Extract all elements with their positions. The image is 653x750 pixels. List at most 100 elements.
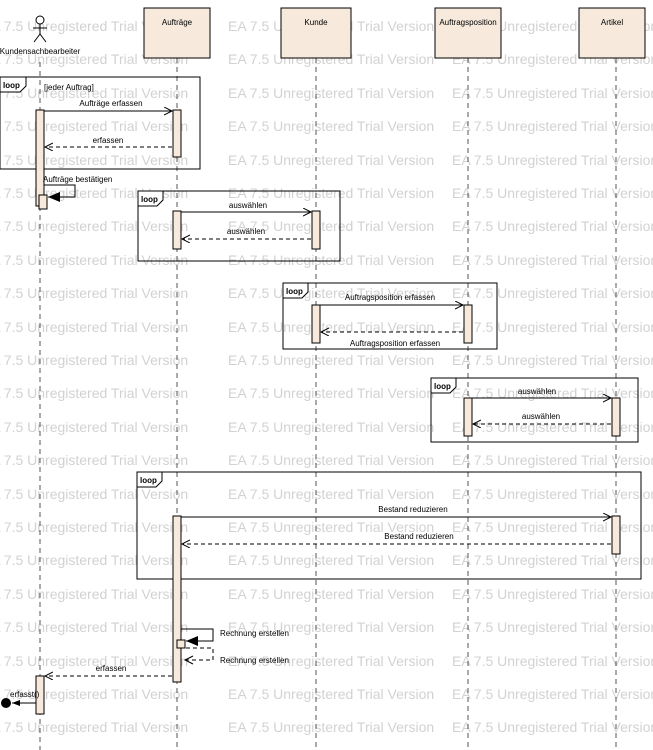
loop-operator-label: loop — [3, 81, 20, 90]
watermark-text: EA 7.5 Unregistered Trial Version — [452, 319, 653, 335]
activation-bar — [172, 515, 182, 683]
lifeline-header-artikel[interactable]: Artikel — [578, 7, 646, 59]
watermark-text: EA 7.5 Unregistered Trial Version — [228, 285, 434, 301]
watermark-text: EA 7.5 Unregistered Trial Version — [0, 419, 188, 435]
loop-fragment-4[interactable]: loop — [430, 377, 639, 443]
message-label: auswählen — [522, 412, 560, 421]
message-rechnung-erstellen[interactable]: Rechnung erstellen — [181, 628, 289, 646]
watermark-text: EA 7.5 Unregistered Trial Version — [228, 452, 434, 468]
watermark-text: EA 7.5 Unregistered Trial Version — [0, 18, 188, 34]
watermark-text: EA 7.5 Unregistered Trial Version — [0, 352, 188, 368]
watermark-text: EA 7.5 Unregistered Trial Version — [0, 552, 188, 568]
watermark-text: EA 7.5 Unregistered Trial Version — [228, 586, 434, 602]
watermark-text: EA 7.5 Unregistered Trial Version — [452, 185, 653, 201]
message-auswaehlen-artikel-return[interactable]: auswählen — [473, 412, 611, 424]
message-label: Rechnung erstellen — [220, 629, 289, 638]
lifeline-label-artikel: Artikel — [601, 18, 623, 27]
lifeline-header-auftragsposition[interactable]: Auftragsposition — [434, 7, 502, 59]
lost-message-endpoint-icon — [1, 698, 11, 708]
watermark-text: EA 7.5 Unregistered Trial Version — [228, 319, 434, 335]
activation-bar — [176, 639, 186, 649]
activation-bar — [611, 515, 621, 555]
message-label: erfasst() — [10, 690, 40, 699]
watermark-text: EA 7.5 Unregistered Trial Version — [0, 218, 188, 234]
message-bestand-reduzieren-return[interactable]: Bestand reduzieren — [182, 532, 611, 544]
activation-bar — [463, 397, 473, 437]
loop-guard-label: [jeder Auftrag] — [44, 83, 94, 92]
watermark-text: EA 7.5 Unregistered Trial Version — [228, 85, 434, 101]
lifeline-label-auftragsposition: Auftragsposition — [439, 18, 496, 27]
loop-operator-label: loop — [434, 382, 451, 391]
watermark-text: EA 7.5 Unregistered Trial Version — [452, 519, 653, 535]
message-auftragsposition-erfassen-return[interactable]: Auftragsposition erfassen — [321, 332, 463, 348]
message-label: Bestand reduzieren — [378, 505, 447, 514]
lifeline-header-auftraege[interactable]: Aufträge — [143, 7, 211, 59]
message-auftraege-erfassen[interactable]: Aufträge erfassen — [44, 99, 172, 111]
message-label: auswählen — [227, 227, 265, 236]
message-erfasst-lost[interactable]: erfasst() — [1, 690, 40, 708]
message-erfassen-final[interactable]: erfassen — [45, 664, 172, 676]
activation-bar — [172, 210, 182, 250]
loop-fragment-1[interactable]: loop [jeder Auftrag] — [0, 76, 201, 170]
watermark-text: EA 7.5 Unregistered Trial Version — [0, 85, 188, 101]
message-auswaehlen-artikel[interactable]: auswählen — [472, 387, 611, 398]
message-auftragsposition-erfassen[interactable]: Auftragsposition erfassen — [320, 293, 463, 305]
watermark-text: EA 7.5 Unregistered Trial Version — [452, 385, 653, 401]
loop-operator-label: loop — [141, 195, 158, 204]
loop-fragment-5[interactable]: loop — [136, 471, 642, 580]
watermark-text: EA 7.5 Unregistered Trial Version — [228, 619, 434, 635]
watermark-text: EA 7.5 Unregistered Trial Version — [452, 686, 653, 702]
watermark-text: EA 7.5 Unregistered Trial Version — [228, 419, 434, 435]
message-label: Auftragsposition erfassen — [350, 339, 440, 348]
watermark-text: EA 7.5 Unregistered Trial Version — [0, 619, 188, 635]
loop-fragment-2[interactable]: loop — [137, 190, 341, 262]
lifeline-label-auftraege: Aufträge — [162, 18, 193, 27]
watermark-text: EA 7.5 Unregistered Trial Version — [0, 385, 188, 401]
watermark-text: EA 7.5 Unregistered Trial Version — [228, 519, 434, 535]
message-auswaehlen-kunde[interactable]: auswählen — [181, 201, 311, 212]
watermark-text: EA 7.5 Unregistered Trial Version — [228, 653, 434, 669]
watermark-text: EA 7.5 Unregistered Trial Version — [452, 252, 653, 268]
watermark-text: EA 7.5 Unregistered Trial Version — [0, 653, 188, 669]
watermark-text: EA 7.5 Unregistered Trial Version — [228, 352, 434, 368]
watermark-text: EA 7.5 Unregistered Trial Version — [0, 486, 188, 502]
watermark-text: EA 7.5 Unregistered Trial Version — [452, 719, 653, 735]
activation-bar — [311, 210, 321, 250]
watermark-text: EA 7.5 Unregistered Trial Version — [228, 385, 434, 401]
watermark-text: EA 7.5 Unregistered Trial Version — [452, 285, 653, 301]
watermark-text: EA 7.5 Unregistered Trial Version — [0, 719, 188, 735]
lifeline-label-kunde: Kunde — [304, 18, 328, 27]
loop-fragment-3[interactable]: loop — [282, 282, 498, 350]
watermark-text: EA 7.5 Unregistered Trial Version — [0, 319, 188, 335]
watermark-text: EA 7.5 Unregistered Trial Version — [452, 118, 653, 134]
watermark-text: EA 7.5 Unregistered Trial Version — [228, 118, 434, 134]
activation-bar — [611, 397, 621, 437]
message-label: erfassen — [96, 664, 127, 673]
actor-kundensachbearbeiter[interactable]: Kundensachbearbeiter — [0, 15, 81, 56]
watermark-text: EA 7.5 Unregistered Trial Version — [228, 185, 434, 201]
watermark-text: EA 7.5 Unregistered Trial Version — [0, 686, 188, 702]
watermark-text: EA 7.5 Unregistered Trial Version — [0, 452, 188, 468]
loop-operator-label: loop — [286, 287, 303, 296]
activation-bar — [311, 304, 321, 344]
message-auftraege-bestaetigen[interactable]: Aufträge bestätigen — [43, 175, 112, 202]
watermark-text: EA 7.5 Unregistered Trial Version — [452, 85, 653, 101]
message-bestand-reduzieren[interactable]: Bestand reduzieren — [181, 505, 611, 517]
watermark-text: EA 7.5 Unregistered Trial Version — [452, 552, 653, 568]
message-label: Auftragsposition erfassen — [345, 293, 435, 302]
message-erfassen-return[interactable]: erfassen — [45, 136, 172, 147]
watermark-text: EA 7.5 Unregistered Trial Version — [452, 486, 653, 502]
lifeline-header-kunde[interactable]: Kunde — [280, 7, 352, 59]
activation-bar — [35, 109, 45, 207]
message-auswaehlen-return[interactable]: auswählen — [182, 227, 311, 239]
message-label: Bestand reduzieren — [384, 532, 453, 541]
activation-bar — [463, 304, 473, 344]
watermark-text: EA 7.5 Unregistered Trial Version — [0, 519, 188, 535]
message-rechnung-erstellen-return[interactable]: Rechnung erstellen — [183, 647, 289, 665]
watermark-text: EA 7.5 Unregistered Trial Version — [0, 152, 188, 168]
watermark-text: EA 7.5 Unregistered Trial Version — [228, 719, 434, 735]
message-label: erfassen — [93, 136, 124, 145]
message-label: auswählen — [229, 201, 267, 210]
watermark-text: EA 7.5 Unregistered Trial Version — [452, 653, 653, 669]
